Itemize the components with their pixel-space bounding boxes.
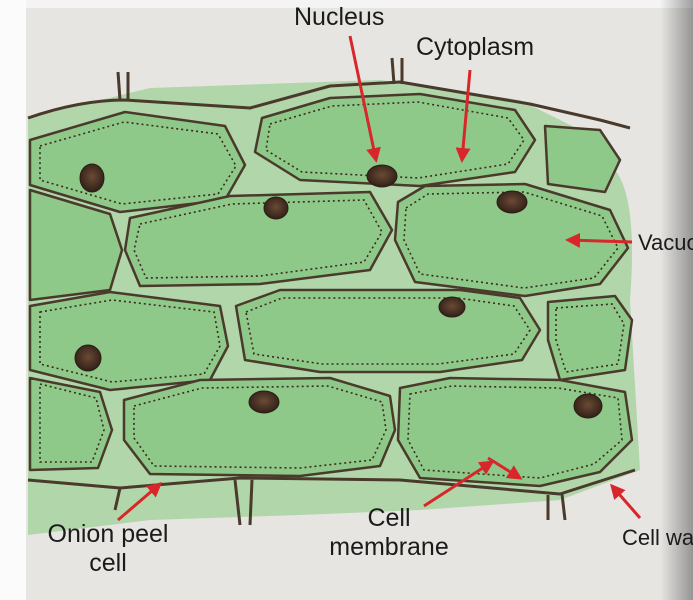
onion-peel-label-line2: cell (34, 549, 182, 578)
cell-membrane-label: Cell membrane (306, 504, 472, 562)
nucleus-7 (249, 391, 279, 413)
arrow-vacuole (568, 240, 632, 242)
nucleus-1 (80, 164, 104, 192)
cell-r4-c3 (398, 378, 632, 486)
cell-wall-label: Cell wa (622, 523, 693, 552)
cytoplasm-label: Cytoplasm (416, 33, 534, 62)
vacuole-label: Vacuo (638, 228, 693, 257)
nucleus-5 (439, 297, 465, 317)
cell-membrane-label-line1: Cell (306, 504, 472, 533)
nucleus-2 (367, 165, 397, 187)
nucleus-4 (497, 191, 527, 213)
onion-peel-label-line1: Onion peel (34, 520, 182, 549)
arrow-cell-wall (612, 486, 640, 518)
nucleus-label: Nucleus (294, 3, 384, 32)
cell-r3-c3 (548, 296, 632, 380)
nucleus-6 (75, 345, 101, 371)
cell-membrane-label-line2: membrane (306, 533, 472, 562)
cell-r1-c3 (545, 126, 620, 192)
nucleus-3 (264, 197, 288, 219)
onion-peel-cell-label: Onion peel cell (34, 520, 182, 578)
cell-r3-c1 (30, 292, 228, 390)
cell-r3-c2 (236, 290, 540, 372)
nucleus-8 (574, 394, 602, 418)
